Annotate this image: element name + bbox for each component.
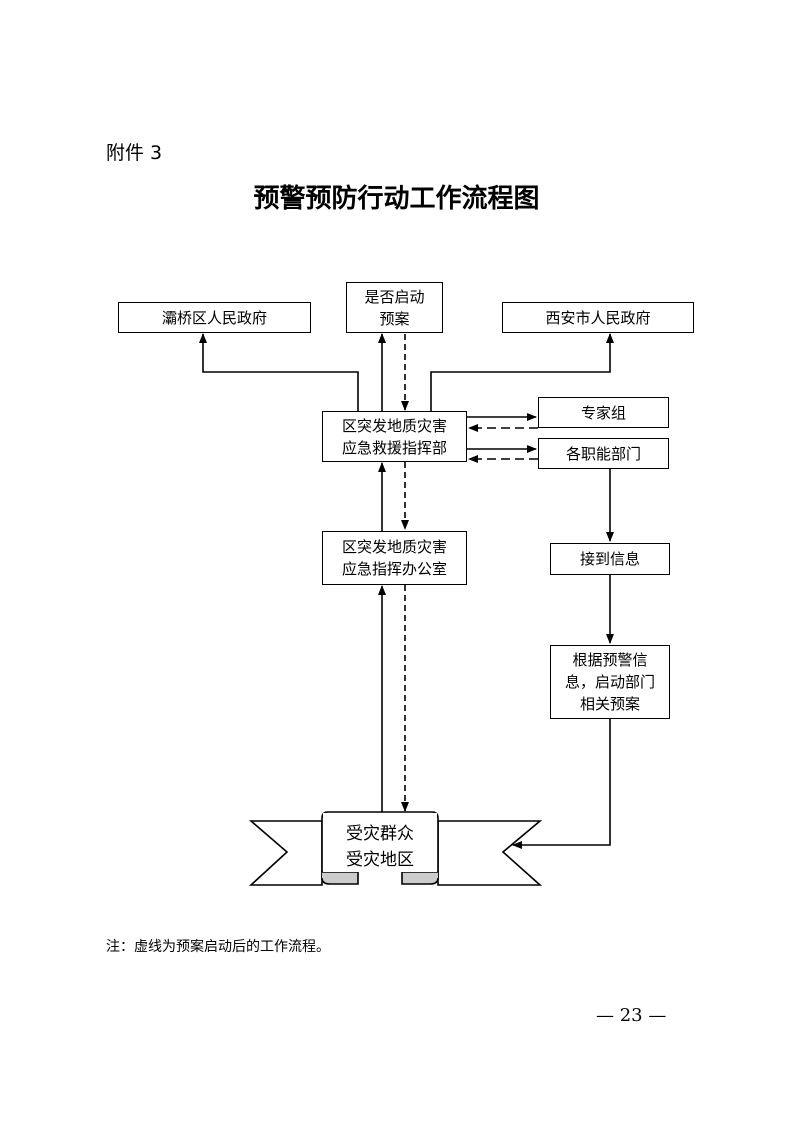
edge-hq-to-xian [430,333,614,412]
attachment-label: 附件 3 [106,142,163,164]
edge-hq-to-baqiao [199,333,359,412]
node-activate-plan: 是否启动 预案 [346,282,443,333]
node-activate-dept-plan: 根据预警信 息，启动部门 相关预案 [550,645,670,719]
node-xian-gov: 西安市人民政府 [502,302,694,333]
banner-right-tail [437,820,543,886]
node-label: 各职能部门 [565,444,641,463]
node-baqiao-gov: 灞桥区人民政府 [118,302,311,333]
page-title: 预警预防行动工作流程图 [253,184,540,214]
node-affected: 受灾群众 受灾地区 [346,824,414,870]
node-command-office: 区突发地质灾害 应急指挥办公室 [322,531,467,585]
node-receive-info: 接到信息 [550,543,670,575]
node-label: 区突发地质灾害 应急指挥办公室 [341,538,447,578]
node-departments: 各职能部门 [538,438,669,469]
page-number: — 23 — [596,1005,667,1026]
node-expert-group: 专家组 [538,397,669,428]
banner-right-curl [401,871,439,885]
node-label: 灞桥区人民政府 [161,308,267,327]
node-label: 是否启动 预案 [364,287,425,328]
node-label: 接到信息 [579,550,640,568]
node-label: 专家组 [580,403,626,422]
node-command-hq: 区突发地质灾害 应急救援指挥部 [322,411,467,462]
footnote: 注：虚线为预案启动后的工作流程。 [106,939,330,955]
node-label: 西安市人民政府 [545,308,651,327]
node-label: 区突发地质灾害 应急救援指挥部 [341,416,447,457]
banner-left-tail [248,820,323,886]
banner-left-curl [321,871,359,885]
affected-banner-shape [248,811,543,886]
edge-plan-to-affected [512,719,611,849]
node-label: 根据预警信 息，启动部门 相关预案 [564,651,655,713]
